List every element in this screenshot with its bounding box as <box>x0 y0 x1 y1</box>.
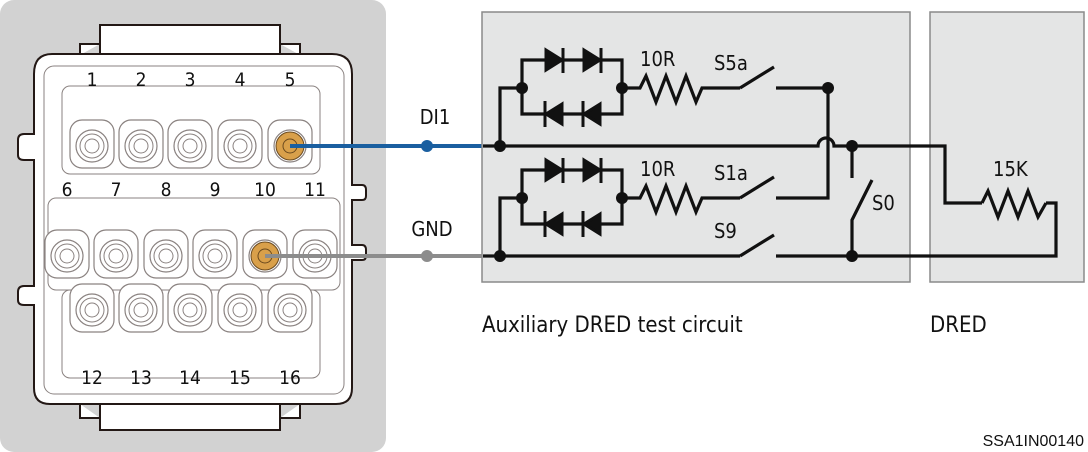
pin-socket-14 <box>167 283 213 333</box>
pin-socket-4 <box>217 119 263 169</box>
dred-box <box>929 11 1085 283</box>
pin-socket-9 <box>192 229 238 279</box>
pin-label-5: 5 <box>285 69 296 91</box>
pin-label-3: 3 <box>185 69 196 91</box>
pin-label-14: 14 <box>179 367 201 389</box>
junction-dots <box>494 82 858 262</box>
switch-s1a-label: S1a <box>714 161 748 185</box>
pin-label-1: 1 <box>87 69 98 91</box>
pin-label-7: 7 <box>111 179 122 201</box>
resistor-15k <box>980 186 1048 222</box>
switch-s0-label: S0 <box>872 191 895 215</box>
pin-label-16: 16 <box>279 367 301 389</box>
pin-label-4: 4 <box>235 69 246 91</box>
di1-label: DI1 <box>420 105 451 129</box>
resistor-15k-label: 15K <box>993 157 1029 181</box>
pin-socket-8 <box>143 229 189 279</box>
pin-socket-3 <box>167 119 213 169</box>
gnd-label: GND <box>411 217 452 241</box>
diode-icon <box>543 211 564 237</box>
resistor-top-label: 10R <box>640 47 675 71</box>
pin-label-9: 9 <box>210 179 221 201</box>
diode-icon <box>582 157 603 183</box>
pin-label-8: 8 <box>161 179 172 201</box>
pin-label-6: 6 <box>62 179 73 201</box>
pin-socket-1 <box>69 119 115 169</box>
pin-socket-2 <box>118 119 164 169</box>
pin-label-15: 15 <box>229 367 251 389</box>
figure-code: SSA1IN00140 <box>983 433 1085 450</box>
diodes <box>543 47 603 237</box>
pin-label-11: 11 <box>304 179 326 201</box>
diode-icon <box>544 157 565 183</box>
pin-socket-6 <box>44 229 90 279</box>
dred-caption: DRED <box>930 313 987 338</box>
pin-socket-15 <box>217 283 263 333</box>
di1-terminal-dot <box>421 140 433 152</box>
diode-icon <box>581 101 602 127</box>
aux-circuit-caption: Auxiliary DRED test circuit <box>482 313 743 338</box>
diode-icon <box>544 47 565 73</box>
switch-s5a-label: S5a <box>714 51 748 75</box>
gnd-terminal-dot <box>421 250 433 262</box>
switch-s9-label: S9 <box>714 219 737 243</box>
pin-socket-12 <box>69 283 115 333</box>
diode-icon <box>582 47 603 73</box>
pin-label-12: 12 <box>81 367 103 389</box>
pin-socket-16 <box>267 283 313 333</box>
pin-label-13: 13 <box>130 367 152 389</box>
diode-icon <box>543 101 564 127</box>
pin-label-10: 10 <box>254 179 276 201</box>
resistor-bottom-label: 10R <box>640 157 675 181</box>
pin-label-2: 2 <box>136 69 147 91</box>
pin-sockets <box>44 119 338 333</box>
pin-socket-13 <box>118 283 164 333</box>
diode-icon <box>581 211 602 237</box>
pin-socket-7 <box>93 229 139 279</box>
